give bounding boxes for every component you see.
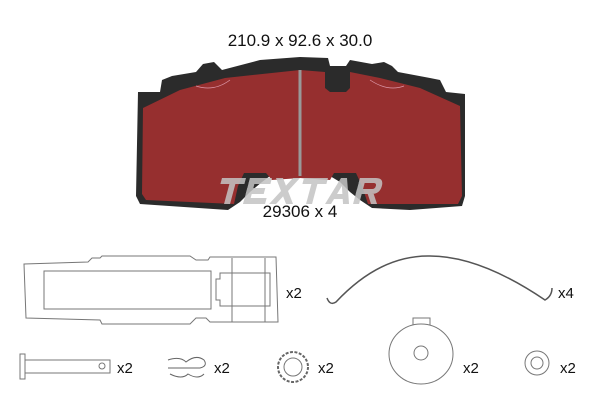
spring-clip: x2 [167, 356, 230, 378]
qty-label: x2 [286, 285, 302, 302]
qty-label: x2 [318, 360, 334, 377]
dimensions-label: 210.9 x 92.6 x 30.0 [228, 31, 373, 50]
qty-label: x2 [214, 360, 230, 377]
pad-friction-material [142, 70, 462, 204]
pad-part-number: 29306 x 4 [263, 202, 338, 221]
logo-letter-t2 [302, 178, 328, 204]
qty-label: x4 [558, 285, 574, 302]
logo-letter-r [353, 178, 383, 204]
textar-watermark-logo [220, 178, 383, 204]
logo-letter-t [220, 178, 246, 204]
wear-indicator-plate: x2 [23, 255, 302, 325]
nut: x2 [277, 351, 334, 383]
qty-label: x2 [560, 360, 576, 377]
brake-pad: 29306 x 4 [136, 57, 465, 221]
pad-detail-line [369, 79, 405, 89]
disc-plate: x2 [388, 317, 479, 385]
retaining-spring: x4 [326, 255, 574, 305]
pin: x2 [19, 353, 133, 380]
qty-label: x2 [117, 360, 133, 377]
logo-letter-a [325, 178, 350, 204]
logo-letter-e [243, 178, 272, 204]
washer: x2 [524, 350, 576, 377]
qty-label: x2 [463, 360, 479, 377]
logo-letter-x [269, 178, 300, 204]
pad-detail-line [195, 79, 231, 89]
